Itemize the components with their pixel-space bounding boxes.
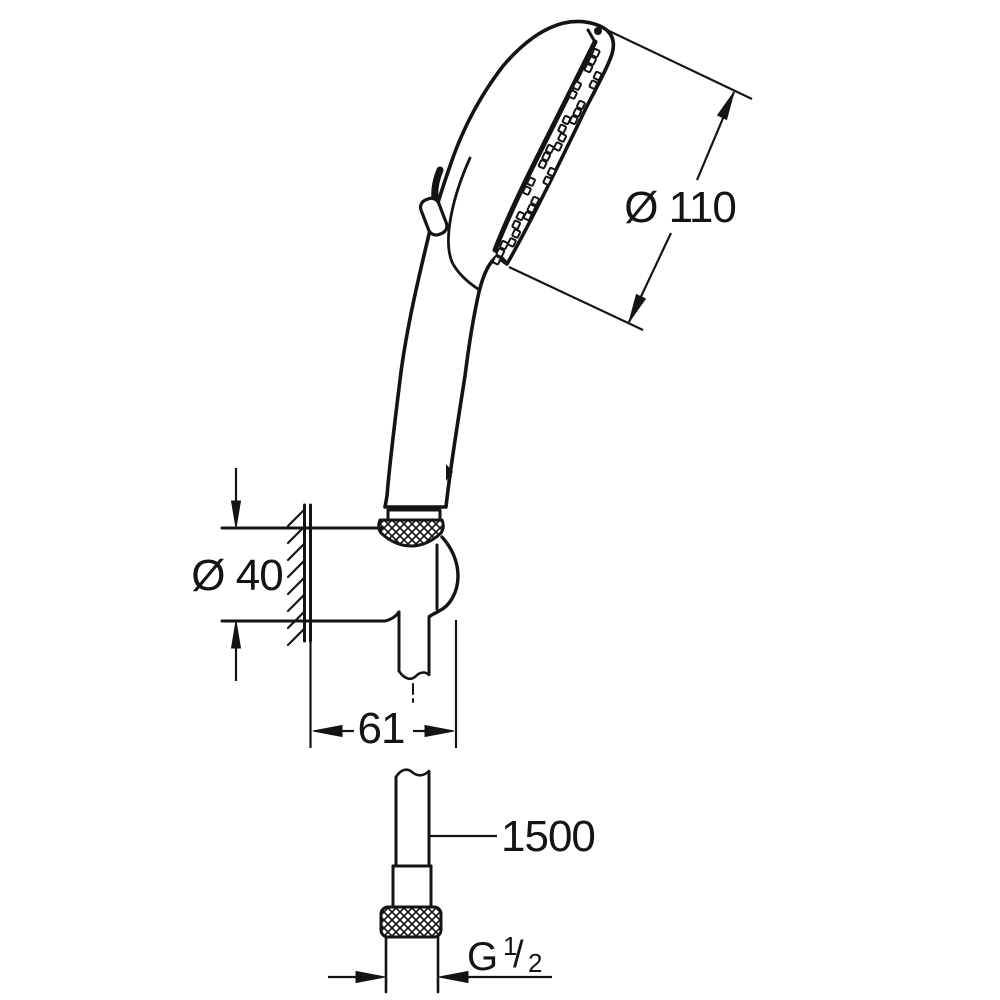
nozzle xyxy=(561,114,572,126)
nozzle xyxy=(557,132,568,143)
arrowhead xyxy=(716,91,735,121)
arrowhead xyxy=(438,970,469,984)
nozzle xyxy=(526,176,536,187)
arrowhead xyxy=(424,724,455,738)
arrowhead xyxy=(355,970,386,984)
nozzle xyxy=(526,203,537,214)
nozzle xyxy=(576,99,586,110)
dim-head-diameter xyxy=(508,29,753,331)
hand-shower xyxy=(377,19,616,548)
arrowhead xyxy=(230,500,242,529)
nozzle xyxy=(592,70,603,81)
wall-hatching xyxy=(286,508,306,647)
hose-upper xyxy=(397,610,431,703)
holder-round-cap xyxy=(427,535,460,619)
label-hose-length: 1500 xyxy=(501,812,596,861)
nozzle xyxy=(542,175,553,186)
spray-face-top-step xyxy=(586,28,597,44)
nozzle xyxy=(541,151,552,162)
nozzle xyxy=(491,255,502,266)
face-top-dot xyxy=(594,27,602,35)
nozzle xyxy=(590,47,601,59)
arrowhead xyxy=(230,620,242,649)
thread-numerator: 1 xyxy=(503,931,518,961)
dim-thread xyxy=(328,970,552,984)
nozzle xyxy=(557,123,568,134)
hose-break-bottom xyxy=(397,669,431,681)
nozzle xyxy=(588,79,599,90)
nozzle xyxy=(530,195,540,206)
nozzle xyxy=(511,219,522,230)
nozzle xyxy=(568,89,578,100)
handle-notch xyxy=(446,464,453,481)
nozzle xyxy=(546,166,557,177)
label-holder-diameter: Ø 40 xyxy=(191,551,283,600)
nozzle xyxy=(507,237,517,248)
nozzle xyxy=(495,247,506,258)
nozzle xyxy=(515,210,526,222)
nozzle xyxy=(587,55,597,66)
arrowhead xyxy=(628,293,647,323)
nozzle xyxy=(572,80,582,91)
nozzle xyxy=(572,107,583,118)
nozzle xyxy=(537,159,548,170)
thread-denominator: 2 xyxy=(528,948,543,978)
nozzle xyxy=(522,185,532,196)
diverter-button xyxy=(418,196,449,237)
label-head-diameter: Ø 110 xyxy=(624,183,737,232)
nozzle xyxy=(544,143,555,155)
hose-lower xyxy=(379,768,443,994)
thread-slash: / xyxy=(513,934,524,976)
nozzle-field xyxy=(491,47,603,266)
nozzle xyxy=(511,228,522,239)
label-holder-depth: 61 xyxy=(357,704,406,753)
nozzle xyxy=(499,240,509,251)
spray-face-edge xyxy=(492,39,598,253)
neck-crease xyxy=(447,156,480,291)
nozzle xyxy=(553,141,563,152)
nozzle xyxy=(583,63,594,74)
hose-union-nut xyxy=(379,905,443,939)
handle-cone-nut xyxy=(377,518,445,548)
dim-holder-depth xyxy=(309,620,458,748)
thread-prefix: G xyxy=(467,935,499,979)
dim-holder-diameter xyxy=(230,468,242,681)
hose-break-top xyxy=(394,768,431,779)
